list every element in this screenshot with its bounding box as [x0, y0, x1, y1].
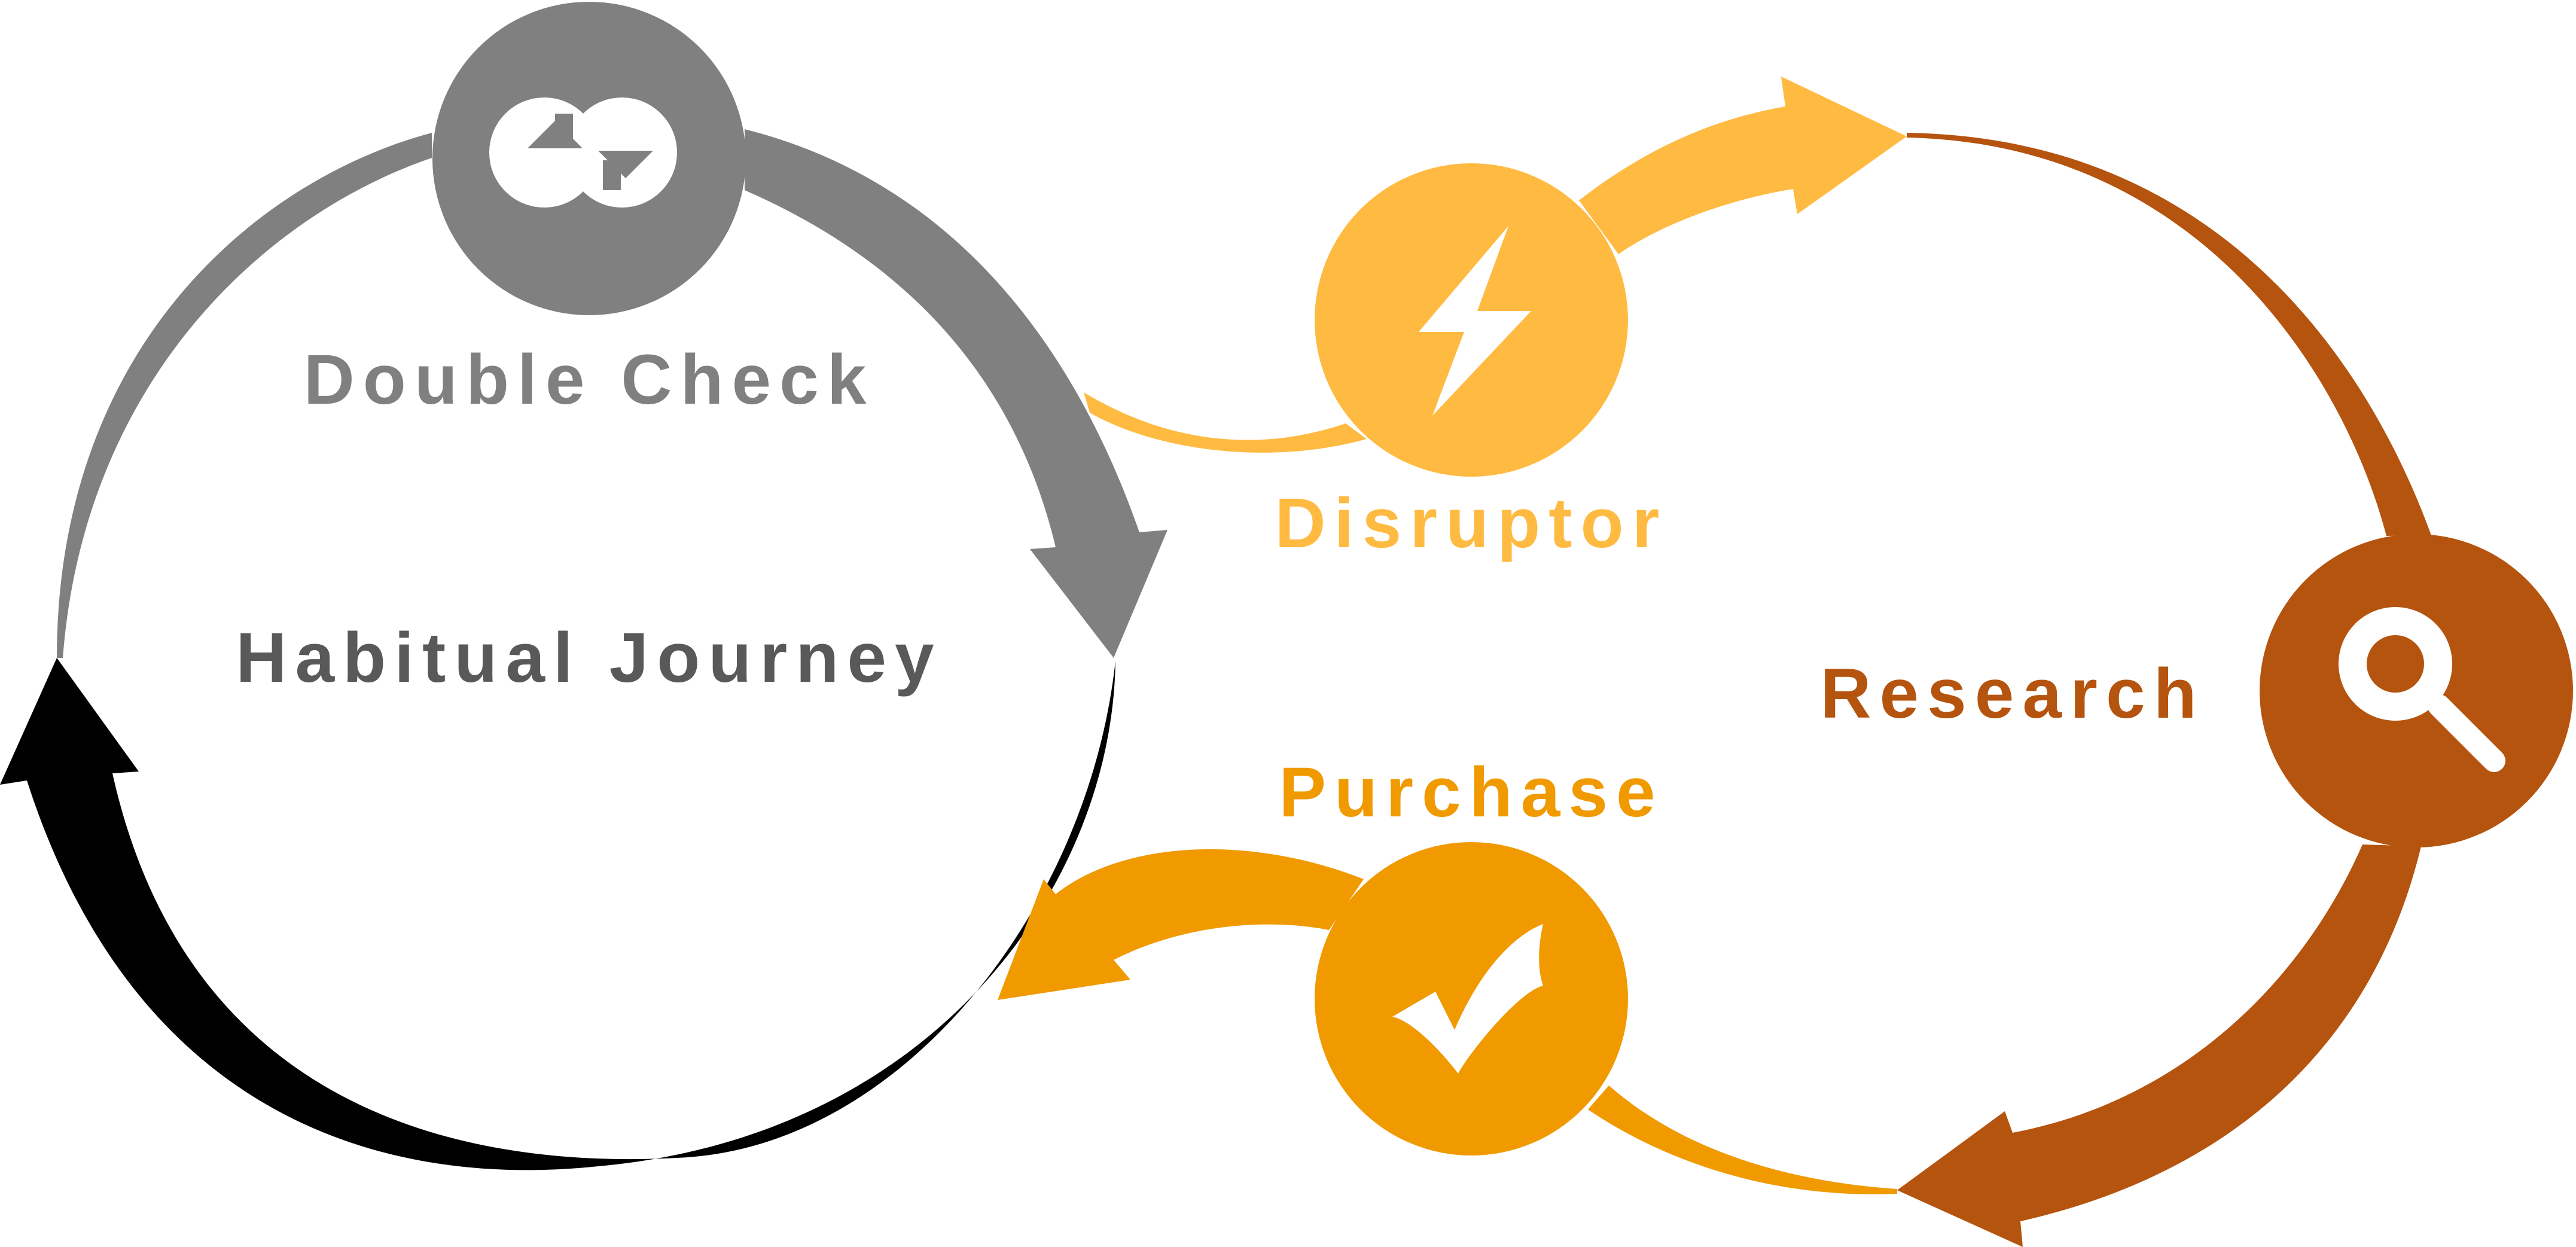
- checkmark-icon: [1392, 924, 1543, 1074]
- research-loop-bottom-arrow: [1897, 844, 2421, 1247]
- habitual-journey-label: Habitual Journey: [236, 618, 942, 697]
- purchase-exit-arrow: [998, 849, 1364, 1000]
- disruptor-label: Disruptor: [1275, 484, 1668, 563]
- purchase-return-band: [1588, 1086, 1897, 1194]
- double-check-loop-left-arc: [57, 133, 432, 658]
- habitual-loop-arrow: [0, 658, 1115, 1170]
- lightning-bolt-icon: [1419, 226, 1531, 416]
- disruptor-exit-arrow: [1579, 77, 1907, 254]
- double-check-label: Double Check: [304, 340, 875, 419]
- research-loop-top-arc: [1907, 133, 2431, 536]
- refresh-arrows-icon: [489, 97, 677, 208]
- magnifier-icon: [2339, 607, 2505, 772]
- double-check-loop-right-arrow: [745, 129, 1167, 658]
- disruptor-entry-band: [1084, 392, 1367, 453]
- purchase-label: Purchase: [1279, 753, 1663, 832]
- research-label: Research: [1820, 654, 2205, 733]
